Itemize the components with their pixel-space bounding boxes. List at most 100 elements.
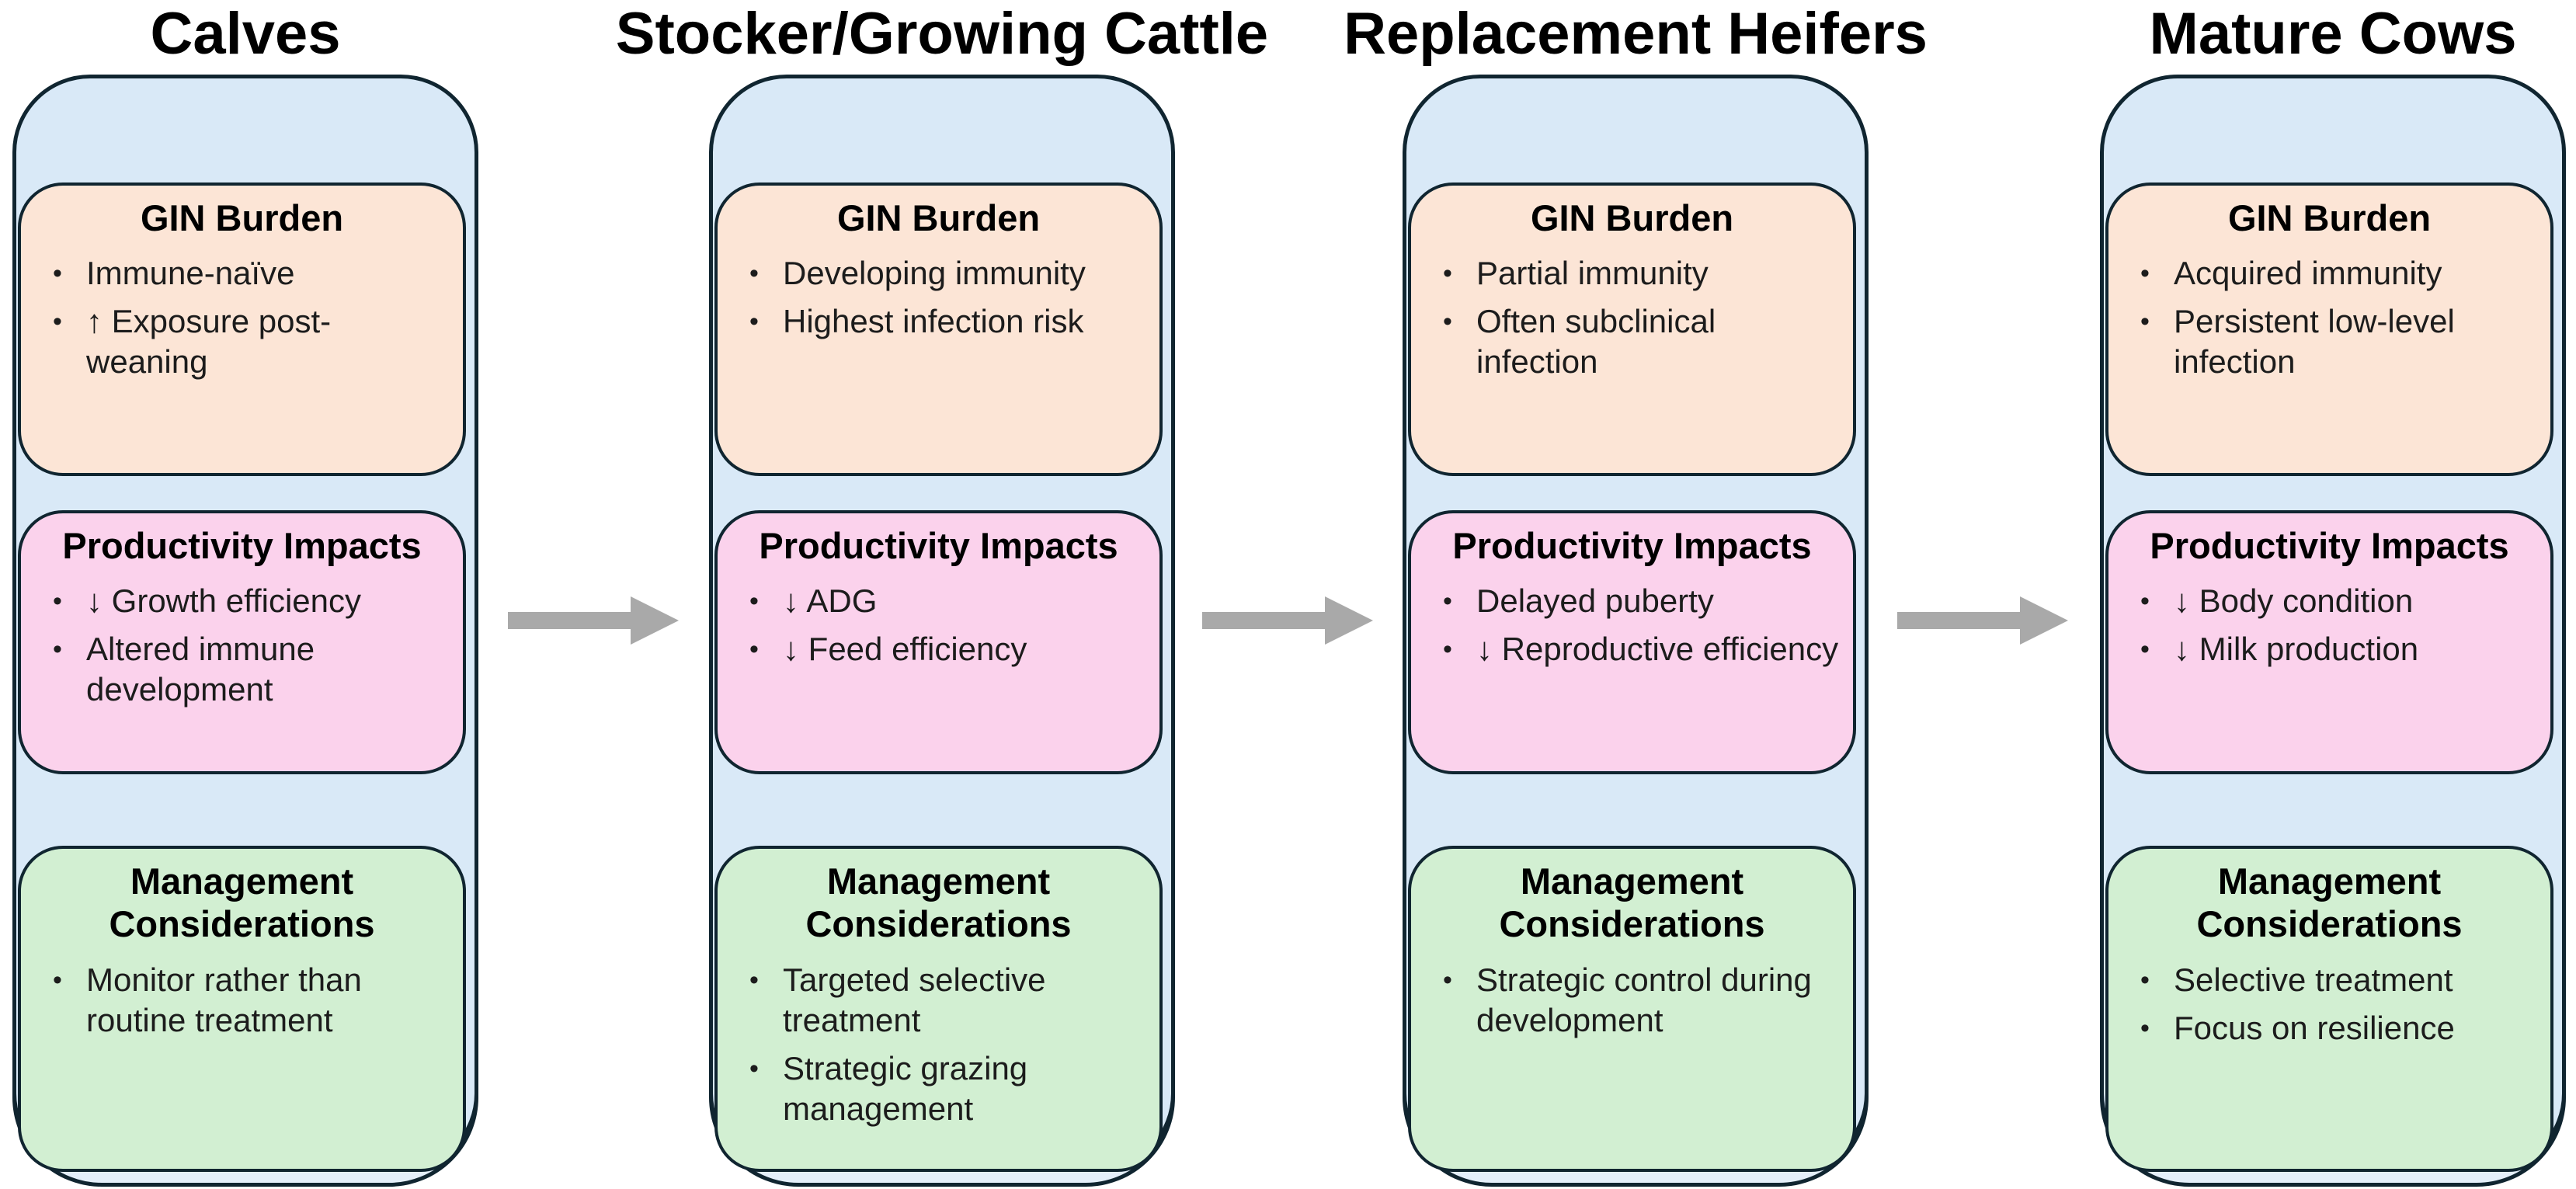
box-heading: Productivity Impacts xyxy=(759,525,1118,566)
bullet-list: •Developing immunity•Highest infection r… xyxy=(725,253,1152,342)
box-heading: Management Considerations xyxy=(2196,860,2463,945)
bullet-text: Delayed puberty xyxy=(1476,582,1714,620)
column-title: Stocker/Growing Cattle xyxy=(615,1,1269,67)
bullet-item: • Acquired immunity xyxy=(2116,253,2538,294)
box-heading: GIN Burden xyxy=(2227,197,2432,238)
bullet-text: Immune-naïve xyxy=(86,255,295,292)
bullet-item: •Often subclinical infection xyxy=(1419,301,1841,382)
bullet-dot-icon: • xyxy=(749,259,759,289)
bullet-dot-icon: • xyxy=(749,307,759,337)
bullet-dot-icon: • xyxy=(53,259,62,289)
column-capsule: GIN Burden • Acquired immunity • Persistent… xyxy=(2100,75,2566,1172)
bullet-text: ↓ Body condition xyxy=(2174,582,2414,620)
bullet-item: • Selective treatment xyxy=(2116,960,2538,1000)
bullet-text: Strategic grazing management xyxy=(783,1049,1028,1127)
bullet-text: Altered immune development xyxy=(86,631,315,708)
bullet-text: Partial immunity xyxy=(1476,255,1709,292)
bullet-item: • ↓ Body condition xyxy=(2116,581,2538,621)
bullet-item: • Immune-naïve xyxy=(29,253,450,294)
bullet-text: Focus on resilience xyxy=(2174,1009,2455,1046)
bullet-item: • Altered immune development xyxy=(29,629,450,710)
bullet-item: •↓ Growth efficiency xyxy=(29,581,450,621)
column-capsule: GIN Burden • Partial immunity •Often subcl… xyxy=(1403,75,1869,1172)
box-heading: GIN Burden xyxy=(836,197,1041,238)
management-considerations-box: Management Considerations •Strategic con… xyxy=(1408,846,1856,1172)
bullet-dot-icon: • xyxy=(2140,634,2150,665)
gin-burden-box: GIN Burden • Partial immunity •Often subcl… xyxy=(1408,183,1856,476)
bullet-list: •↓ Growth efficiency•Altered immune deve… xyxy=(29,581,455,710)
management-considerations-box: Management Considerations • Selective tre… xyxy=(2105,846,2553,1172)
productivity-impacts-box: Productivity Impacts • ↓ Body condition •↓… xyxy=(2105,510,2553,774)
box-heading: Productivity Impacts xyxy=(2150,525,2509,566)
bullet-list: • ↓ ADG • ↓ Feed efficiency xyxy=(725,581,1152,669)
stage-column-mature-cows: Mature Cows GIN Burden •Acquired immunit… xyxy=(2100,0,2566,1189)
management-considerations-box: Management Considerations •Targeted sele… xyxy=(714,846,1163,1172)
productivity-impacts-box: Productivity Impacts •Delayed puberty •↓ … xyxy=(1408,510,1856,774)
bullet-dot-icon: • xyxy=(749,634,759,665)
bullet-text: Highest infection risk xyxy=(783,303,1084,340)
column-capsule: GIN Burden •Developing immunity•Highest … xyxy=(709,75,1175,1172)
bullet-item: •Delayed puberty xyxy=(1419,581,1841,621)
flow-arrow-icon xyxy=(508,596,679,645)
bullet-list: •Strategic control during development xyxy=(1419,960,1845,1041)
bullet-text: Monitor rather than routine treatment xyxy=(86,961,362,1038)
bullet-dot-icon: • xyxy=(2140,965,2150,995)
bullet-text: ↓ ADG xyxy=(783,582,878,620)
bullet-item: • Strategic grazing management xyxy=(725,1048,1147,1129)
bullet-item: • ↓ ADG xyxy=(725,581,1147,621)
stage-column-replacement-heifers: Replacement Heifers GIN Burden • Partial … xyxy=(1344,0,1928,1189)
bullet-list: •Monitor rather than routine treatment xyxy=(29,960,455,1041)
arrow-shaft xyxy=(1897,612,2020,629)
column-title: Replacement Heifers xyxy=(1344,1,1928,67)
arrow-head xyxy=(2020,596,2068,645)
stage-column-stocker-growing-cattle: Stocker/Growing Cattle GIN Burden •Devel… xyxy=(616,0,1268,1189)
bullet-dot-icon: • xyxy=(53,586,62,617)
productivity-impacts-box: Productivity Impacts • ↓ ADG • ↓ Feed effic… xyxy=(714,510,1163,774)
box-heading: Management Considerations xyxy=(109,860,375,945)
box-heading: GIN Burden xyxy=(1530,197,1734,238)
bullet-text: ↓ Feed efficiency xyxy=(783,631,1027,668)
bullet-dot-icon: • xyxy=(749,965,759,995)
bullet-item: •↓ Milk production xyxy=(2116,629,2538,669)
management-considerations-box: Management Considerations •Monitor rathe… xyxy=(18,846,466,1172)
column-title: Calves xyxy=(150,1,341,67)
bullet-dot-icon: • xyxy=(749,1053,759,1083)
bullet-item: •Monitor rather than routine treatment xyxy=(29,960,450,1041)
bullet-item: •Developing immunity xyxy=(725,253,1147,294)
bullet-list: •Delayed puberty •↓ Reproductive efficien… xyxy=(1419,581,1845,669)
bullet-dot-icon: • xyxy=(53,634,62,665)
box-heading: GIN Burden xyxy=(140,197,344,238)
bullet-item: •Focus on resilience xyxy=(2116,1008,2538,1048)
stage-column-calves: Calves GIN Burden • Immune-naïve • ↑ Exposu… xyxy=(12,0,478,1189)
bullet-list: • ↓ Body condition •↓ Milk production xyxy=(2116,581,2543,669)
bullet-dot-icon: • xyxy=(53,307,62,337)
bullet-item: • Targeted selective treatment xyxy=(725,960,1147,1041)
gin-burden-box: GIN Burden •Developing immunity•Highest … xyxy=(714,183,1163,476)
bullet-text: Selective treatment xyxy=(2174,961,2453,998)
bullet-text: Targeted selective treatment xyxy=(783,961,1046,1038)
bullet-list: • Acquired immunity• Persistent low-level … xyxy=(2116,253,2543,382)
bullet-dot-icon: • xyxy=(2140,586,2150,617)
arrow-shaft xyxy=(508,612,631,629)
box-heading: Management Considerations xyxy=(1499,860,1765,945)
box-heading: Productivity Impacts xyxy=(62,525,422,566)
bullet-text: Acquired immunity xyxy=(2174,255,2442,292)
bullet-text: ↑ Exposure post-weaning xyxy=(86,303,332,381)
bullet-text: Persistent low-level infection xyxy=(2174,303,2455,381)
flow-arrow-icon xyxy=(1897,596,2068,645)
arrow-head xyxy=(1325,596,1373,645)
box-heading: Productivity Impacts xyxy=(1452,525,1812,566)
bullet-item: •↓ Reproductive efficiency xyxy=(1419,629,1841,669)
bullet-dot-icon: • xyxy=(1443,259,1452,289)
bullet-dot-icon: • xyxy=(1443,965,1452,995)
bullet-list: • Immune-naïve • ↑ Exposure post-weaning xyxy=(29,253,455,382)
bullet-item: • Highest infection risk xyxy=(725,301,1147,342)
column-capsule: GIN Burden • Immune-naïve • ↑ Exposure post… xyxy=(12,75,478,1172)
gin-burden-box: GIN Burden • Immune-naïve • ↑ Exposure post… xyxy=(18,183,466,476)
bullet-list: • Targeted selective treatment • Strategic … xyxy=(725,960,1152,1129)
bullet-dot-icon: • xyxy=(749,586,759,617)
bullet-item: • ↑ Exposure post-weaning xyxy=(29,301,450,382)
bullet-dot-icon: • xyxy=(2140,259,2150,289)
gin-burden-box: GIN Burden • Acquired immunity• Persistent… xyxy=(2105,183,2553,476)
arrow-shaft xyxy=(1202,612,1325,629)
